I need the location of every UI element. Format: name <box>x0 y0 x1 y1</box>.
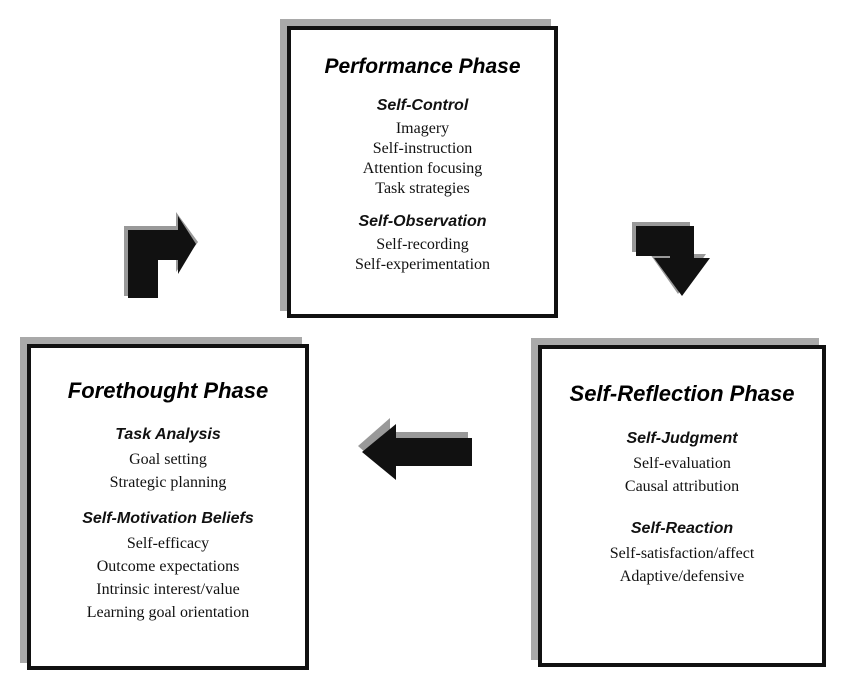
list-item: Attention focusing <box>362 160 483 177</box>
self-reflection-phase-title: Self-Reflection Phase <box>569 381 795 406</box>
self-reflection-phase-box: Self-Reflection Phase Self-Judgment Self… <box>538 345 826 667</box>
arrow-forethought-to-performance-icon <box>124 212 198 298</box>
list-item: Goal setting <box>129 451 207 468</box>
list-item: Self-experimentation <box>354 256 491 273</box>
task-analysis-heading: Task Analysis <box>115 426 221 443</box>
self-judgment-list: Self-evaluation Causal attribution <box>542 452 822 498</box>
list-item: Intrinsic interest/value <box>96 581 240 598</box>
self-judgment-heading: Self-Judgment <box>626 430 738 447</box>
arrow-self-reflection-to-forethought-icon <box>358 418 472 480</box>
forethought-phase-title: Forethought Phase <box>67 378 269 403</box>
list-item: Causal attribution <box>624 478 740 495</box>
self-reaction-heading: Self-Reaction <box>630 520 734 537</box>
list-item: Self-satisfaction/affect <box>609 545 755 562</box>
self-observation-heading: Self-Observation <box>358 213 487 230</box>
list-item: Task strategies <box>375 180 470 197</box>
list-item: Strategic planning <box>109 474 227 491</box>
list-item: Learning goal orientation <box>86 604 250 621</box>
list-item: Adaptive/defensive <box>619 568 745 585</box>
list-item: Self-recording <box>376 236 469 253</box>
list-item: Outcome expectations <box>96 558 240 575</box>
self-motivation-beliefs-heading: Self-Motivation Beliefs <box>82 510 254 527</box>
self-motivation-beliefs-list: Self-efficacy Outcome expectations Intri… <box>31 532 305 624</box>
task-analysis-list: Goal setting Strategic planning <box>31 448 305 494</box>
forethought-phase-box: Forethought Phase Task Analysis Goal set… <box>27 344 309 670</box>
self-control-list: Imagery Self-instruction Attention focus… <box>291 119 554 199</box>
arrow-performance-to-self-reflection-icon <box>632 222 710 296</box>
performance-phase-title: Performance Phase <box>324 55 521 78</box>
self-control-heading: Self-Control <box>376 97 469 114</box>
list-item: Self-efficacy <box>126 535 210 552</box>
list-item: Imagery <box>395 120 450 137</box>
list-item: Self-instruction <box>372 140 473 157</box>
self-observation-list: Self-recording Self-experimentation <box>291 235 554 275</box>
list-item: Self-evaluation <box>633 455 731 472</box>
self-reaction-list: Self-satisfaction/affect Adaptive/defens… <box>542 542 822 588</box>
performance-phase-box: Performance Phase Self-Control Imagery S… <box>287 26 558 318</box>
